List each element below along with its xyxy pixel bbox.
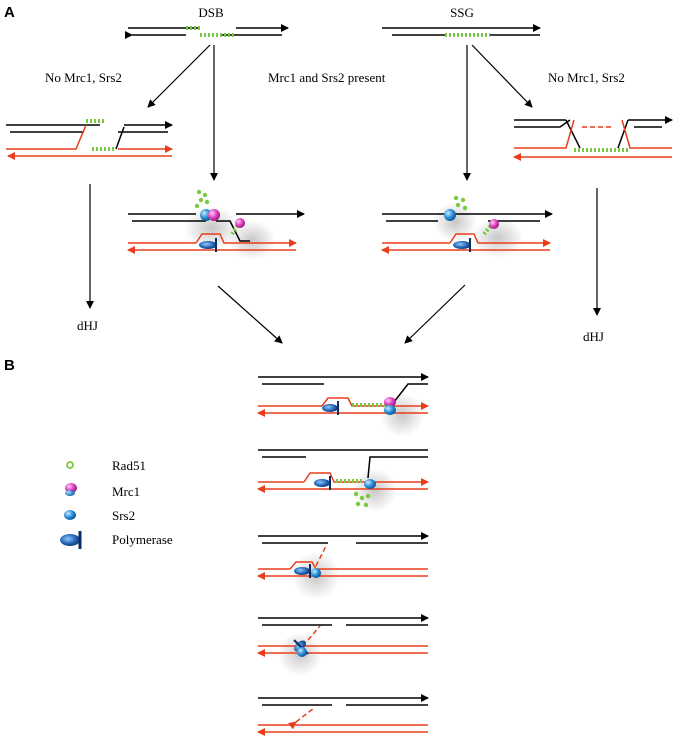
legend-label-srs2: Srs2 [112, 508, 135, 523]
dhj-right-label: dHJ [583, 329, 604, 344]
legend-label-rad51: Rad51 [112, 458, 146, 473]
dsb-substrate [125, 24, 289, 39]
mrc1-srs2-present-label: Mrc1 and Srs2 present [268, 70, 386, 85]
arrow-converge-left [217, 285, 283, 344]
dhj-left-label: dHJ [77, 318, 98, 333]
legend-label-polymerase: Polymerase [112, 532, 173, 547]
polymerase-legend-icon [60, 534, 80, 546]
dsb-mrc1-srs2-intermediate [127, 189, 305, 260]
no-mrc1-srs2-right-label: No Mrc1, Srs2 [548, 70, 625, 85]
mrc1-icon [208, 209, 220, 221]
ssg-substrate [382, 24, 541, 37]
ssg-mrc1-srs2-intermediate [381, 195, 553, 258]
ssg-strand-invasion-intermediate [513, 116, 673, 161]
arrow-ssg-right [471, 44, 533, 108]
step-5 [257, 694, 429, 736]
step-1 [257, 373, 429, 437]
legend: Rad51 Mrc1 Srs2 Polymerase [60, 458, 173, 549]
arrow-dsb-left [147, 44, 211, 108]
legend-label-mrc1: Mrc1 [112, 484, 140, 499]
ssg-label: SSG [450, 5, 474, 20]
arrow-converge-right [404, 284, 466, 344]
dsb-label: DSB [198, 5, 224, 20]
step-4 [257, 614, 429, 676]
no-mrc1-srs2-left-label: No Mrc1, Srs2 [45, 70, 122, 85]
polymerase-icon [199, 241, 217, 249]
dsb-strand-invasion-intermediate [6, 119, 173, 160]
srs2-legend-icon [64, 510, 76, 520]
step-2 [257, 449, 429, 512]
rad51-legend-icon [66, 461, 74, 469]
step-3 [257, 532, 429, 600]
panel-b-label: B [4, 357, 15, 374]
panel-a-label: A [4, 4, 15, 21]
